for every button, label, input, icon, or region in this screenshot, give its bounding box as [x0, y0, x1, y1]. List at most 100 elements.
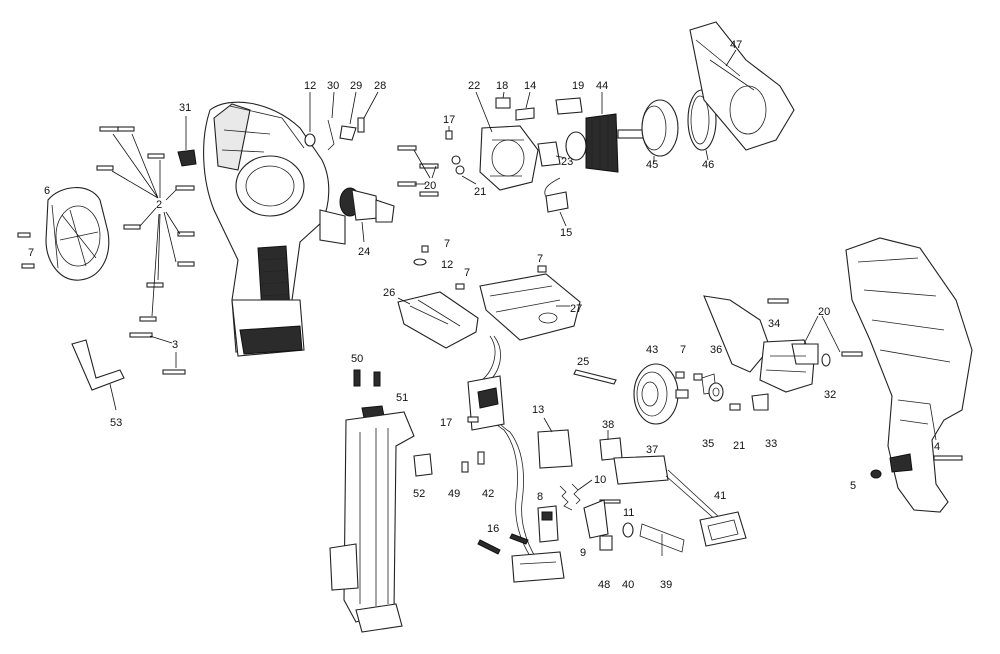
part-31: [177, 116, 197, 167]
callout-label: 18: [496, 80, 508, 92]
springs-part-16: [477, 533, 529, 555]
callout-label: 20: [424, 180, 436, 192]
screws-part-2: [96, 126, 195, 322]
screws-part-7-right: [675, 371, 703, 381]
callout-labels: 2 3 4 5 6 7 7 7 7 7 8 9 10 11 12 12 13 1…: [28, 39, 940, 591]
callout-label: 47: [730, 39, 742, 51]
callout-label: 4: [934, 441, 940, 453]
wiring-harness: [479, 335, 537, 559]
callout-label: 7: [444, 238, 450, 250]
callout-label: 50: [351, 353, 363, 365]
callout-label: 24: [358, 246, 370, 258]
callout-label: 36: [710, 344, 722, 356]
bracket-part-26: [397, 291, 479, 349]
callout-label: 2: [156, 199, 162, 211]
callout-label: 7: [28, 247, 34, 259]
callout-label: 7: [537, 253, 543, 265]
screw-part-4: [933, 455, 963, 461]
callout-label: 8: [537, 491, 543, 503]
callout-label: 28: [374, 80, 386, 92]
callout-label: 27: [570, 303, 582, 315]
screws-part-20-right: [767, 298, 863, 357]
callout-label: 51: [396, 392, 408, 404]
callout-label: 39: [660, 579, 672, 591]
washer-part-12-lower: [413, 258, 427, 266]
screws-part-7-left: [17, 232, 35, 269]
frame-part-34: [703, 295, 819, 393]
pin-part-21-lower: [729, 403, 741, 411]
spring-part-10: [559, 479, 593, 511]
callout-label: 3: [172, 339, 178, 351]
right-housing-half: [845, 237, 973, 513]
magazine-assembly: [329, 411, 415, 633]
callout-label: 46: [702, 159, 714, 171]
callout-label: 40: [622, 579, 634, 591]
callout-label: 15: [560, 227, 572, 239]
callout-label: 5: [850, 480, 856, 492]
callout-label: 53: [110, 417, 122, 429]
callout-label: 6: [44, 185, 50, 197]
screws-part-20-upper: [397, 145, 439, 197]
callout-label: 38: [602, 419, 614, 431]
callout-label: 43: [646, 344, 658, 356]
end-cap-part-6: [45, 187, 110, 281]
callout-label: 7: [464, 267, 470, 279]
callout-label: 33: [765, 438, 777, 450]
part-17-lower: [467, 416, 479, 423]
callout-label: 20: [818, 306, 830, 318]
connector-block: [511, 551, 565, 583]
solenoid-part-38: [599, 430, 623, 461]
rear-housing-part-47: [689, 21, 795, 151]
callout-label: 23: [561, 156, 573, 168]
screws-part-50: [353, 369, 381, 387]
callout-label: 11: [623, 507, 634, 519]
pins-part-3: [129, 332, 186, 375]
screw-part-5: [870, 469, 882, 479]
callout-label: 22: [468, 80, 480, 92]
callout-label: 34: [768, 318, 780, 330]
callout-label: 29: [350, 80, 362, 92]
callout-label: 37: [646, 444, 658, 456]
callout-label: 44: [596, 80, 608, 92]
callout-label: 35: [702, 438, 714, 450]
bearing-part-35: [708, 382, 724, 402]
callout-label: 49: [448, 488, 460, 500]
callout-label: 13: [532, 404, 544, 416]
callout-label: 48: [598, 579, 610, 591]
main-housing-assembly: [203, 101, 346, 357]
callout-label: 32: [824, 389, 836, 401]
part-19: [555, 97, 583, 115]
small-pins-42-49: [461, 451, 485, 473]
callout-label: 17: [440, 417, 452, 429]
latch-part-52: [413, 453, 433, 477]
callout-label: 19: [572, 80, 584, 92]
rod-part-25: [573, 369, 617, 385]
callout-label: 12: [441, 259, 453, 271]
callout-label: 9: [580, 547, 586, 559]
callout-label: 17: [443, 114, 455, 126]
callout-label: 52: [413, 488, 425, 500]
screw-part-7-mid1: [421, 245, 429, 253]
nose-part-41: [699, 511, 747, 547]
motor-housing-part-22: [475, 91, 539, 191]
callout-label: 25: [577, 356, 589, 368]
magnet-part-45: [641, 99, 679, 162]
callout-label: 42: [482, 488, 494, 500]
callout-label: 26: [383, 287, 395, 299]
gearbox-part-24: [339, 187, 395, 243]
callout-label: 12: [304, 80, 316, 92]
hook-part-53: [71, 339, 125, 411]
callout-label: 21: [733, 440, 745, 452]
callout-label: 16: [487, 523, 499, 535]
part-48: [599, 535, 613, 551]
flywheel-part-43: [633, 363, 689, 425]
callout-label: 41: [714, 490, 726, 502]
driver-frame-part-27: [479, 273, 581, 341]
parts-18-14: [495, 91, 535, 121]
pcb-part-15: [544, 177, 569, 227]
part-33: [751, 393, 769, 411]
washer-part-32: [821, 353, 831, 367]
callout-label: 10: [594, 474, 606, 486]
armature-part-44: [565, 92, 647, 173]
